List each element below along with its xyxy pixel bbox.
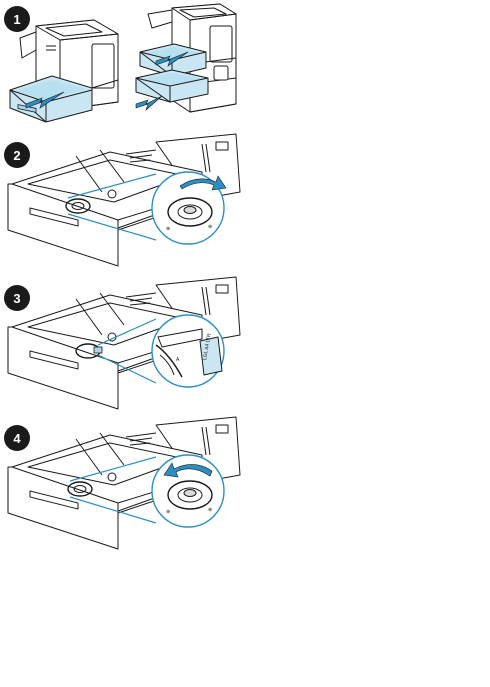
tray-illustration: ⊕ ⊕: [6, 415, 246, 549]
tray-illustration: ⊕ ⊕: [6, 132, 246, 266]
step-3: 3 LGL A4 LTR: [0, 275, 250, 413]
step-2: 2 ⊕ ⊕: [0, 132, 250, 270]
printer-illustration-tray-open: [6, 18, 124, 128]
printer-illustration-two-trays: [128, 0, 238, 118]
svg-text:⊕: ⊕: [166, 226, 170, 232]
svg-text:⊕: ⊕: [166, 509, 170, 515]
step-1: 1: [0, 0, 250, 130]
step-4: 4 ⊕ ⊕: [0, 415, 250, 553]
tray-illustration: LGL A4 LTR A: [6, 275, 246, 409]
svg-text:⊕: ⊕: [208, 224, 212, 230]
svg-text:⊕: ⊕: [208, 507, 212, 513]
